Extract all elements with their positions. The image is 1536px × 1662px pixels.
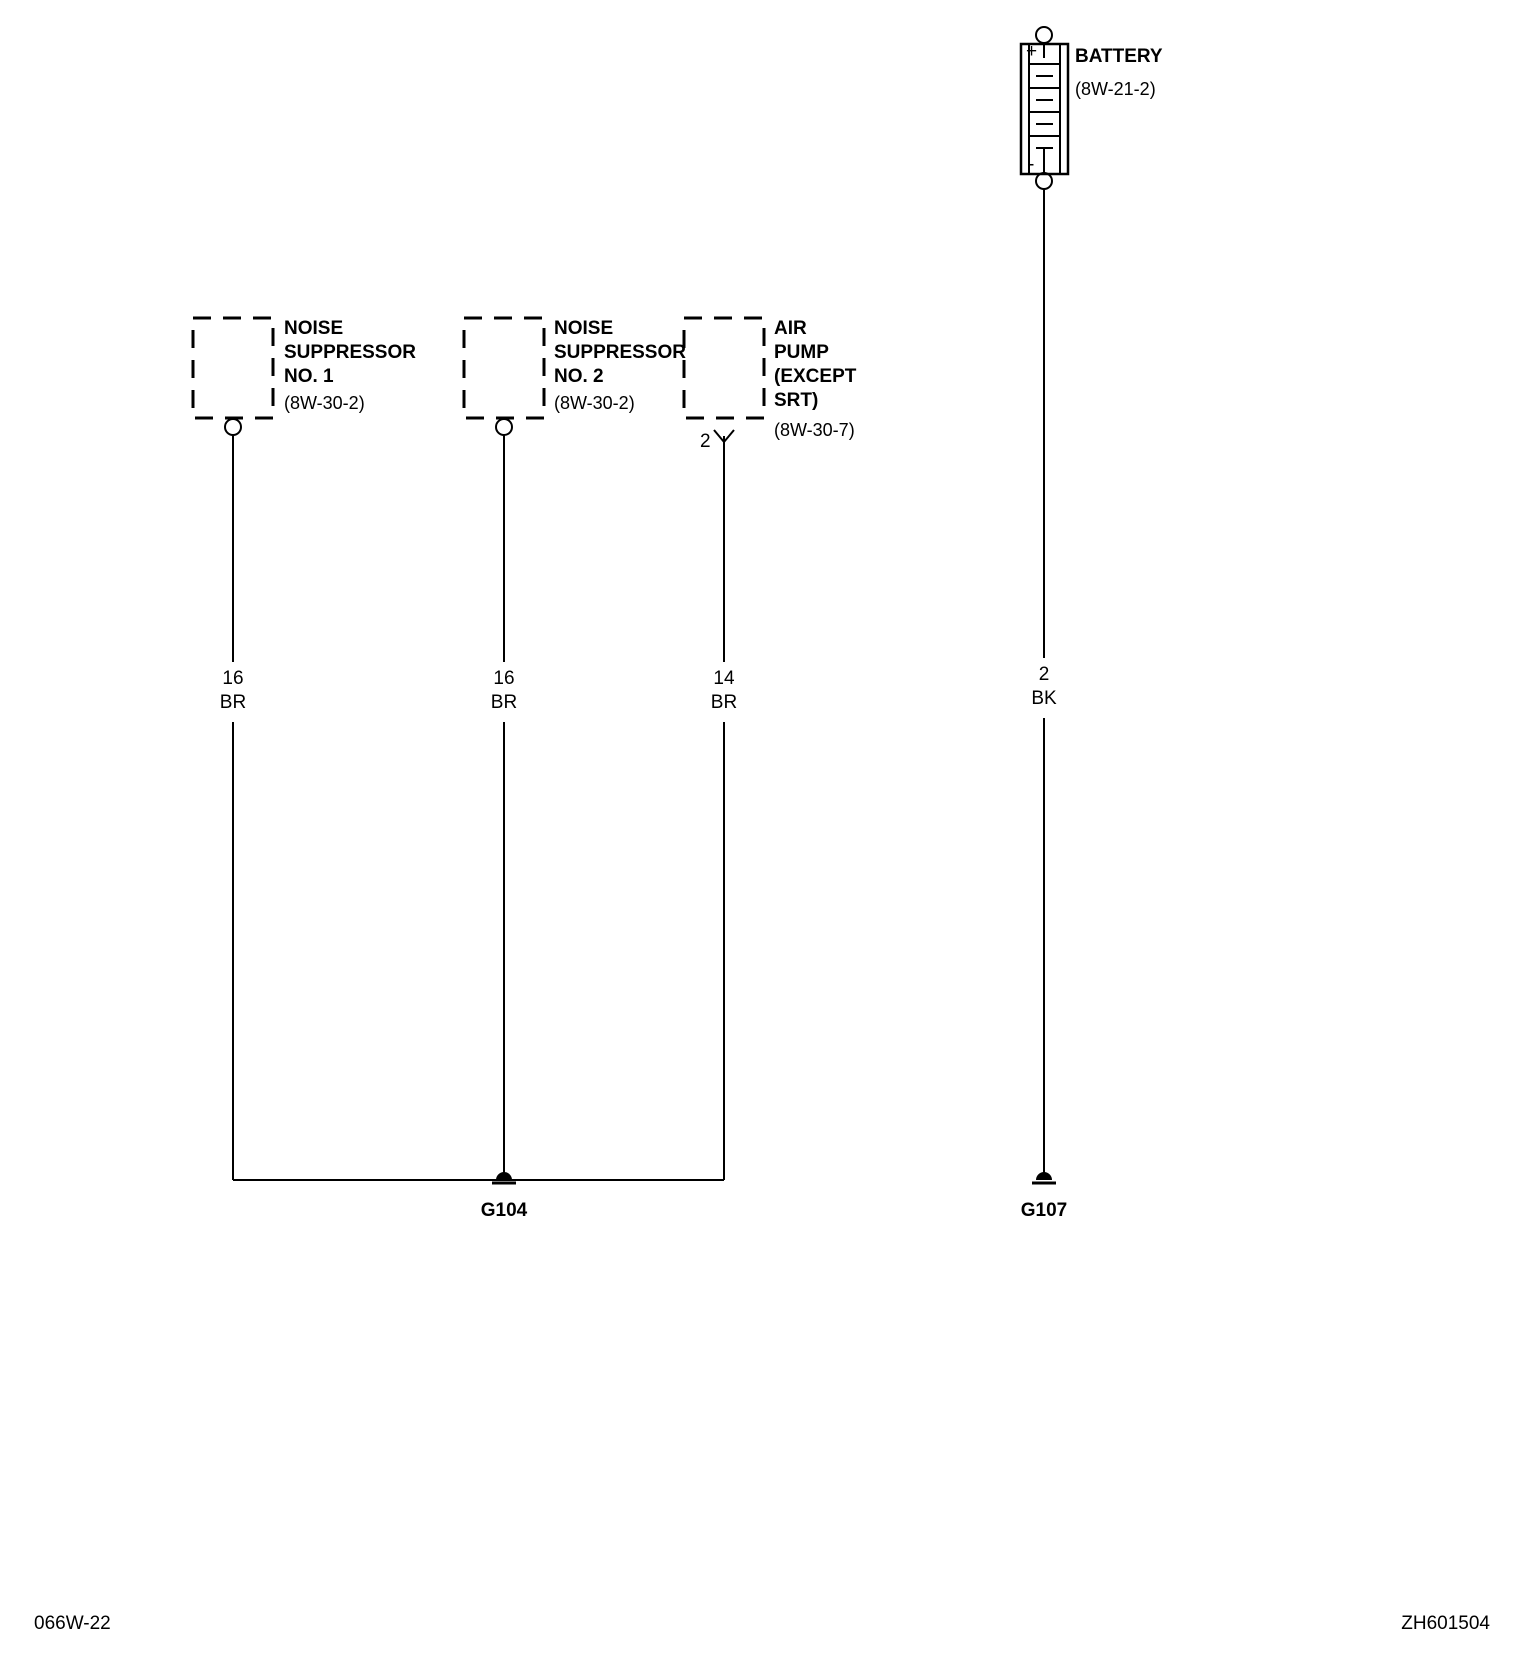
footer-figure-code: ZH601504	[1401, 1613, 1490, 1634]
wire-ns2-gauge: 16	[493, 668, 514, 689]
noise-suppressor-2-box	[462, 316, 546, 420]
battery-plus-sign: +	[1026, 41, 1037, 62]
noise-suppressor-2-label-line1: NOISE	[554, 318, 613, 339]
noise-suppressor-2: NOISE SUPPRESSOR NO. 2 (8W-30-2)	[462, 316, 686, 436]
wire-pump: 14 BR	[711, 436, 737, 1180]
noise-suppressor-1-ref: (8W-30-2)	[284, 393, 365, 413]
wire-ns2: 16 BR	[491, 435, 517, 1180]
air-pump-label-line2: PUMP	[774, 342, 829, 363]
air-pump-label-line1: AIR	[774, 318, 807, 339]
wire-battery-color: BK	[1031, 688, 1057, 709]
footer-page-code: 066W-22	[34, 1613, 111, 1634]
noise-suppressor-2-ref: (8W-30-2)	[554, 393, 635, 413]
air-pump-pin-number: 2	[700, 431, 711, 452]
wire-battery-gauge: 2	[1039, 664, 1050, 685]
wire-ns1-color: BR	[220, 692, 246, 713]
ground-g104-label: G104	[481, 1200, 528, 1221]
wire-pump-color: BR	[711, 692, 737, 713]
air-pump-label-line4: SRT)	[774, 390, 818, 411]
ground-g107-label: G107	[1021, 1200, 1067, 1221]
ground-g104-icon	[496, 1172, 512, 1180]
battery-ref: (8W-21-2)	[1075, 79, 1156, 99]
air-pump-label-line3: (EXCEPT	[774, 366, 857, 387]
ground-g107-icon	[1036, 1172, 1052, 1180]
air-pump-ref: (8W-30-7)	[774, 420, 855, 440]
battery-positive-terminal	[1035, 26, 1053, 44]
ground-g107: G107	[1021, 1172, 1067, 1221]
noise-suppressor-1-box	[191, 316, 275, 420]
wire-ns2-color: BR	[491, 692, 517, 713]
noise-suppressor-2-label-line3: NO. 2	[554, 366, 604, 387]
ground-g104: G104	[233, 1172, 724, 1221]
noise-suppressor-1-label-line3: NO. 1	[284, 366, 334, 387]
air-pump-box	[682, 316, 766, 420]
noise-suppressor-2-terminal	[495, 418, 513, 436]
noise-suppressor-1-label-line2: SUPPRESSOR	[284, 342, 416, 363]
wire-pump-gauge: 14	[713, 668, 735, 689]
noise-suppressor-1-terminal	[224, 418, 242, 436]
noise-suppressor-1-label-line1: NOISE	[284, 318, 343, 339]
wire-battery: 2 BK	[1031, 189, 1057, 1176]
battery-negative-terminal	[1035, 172, 1053, 190]
noise-suppressor-2-label-line2: SUPPRESSOR	[554, 342, 686, 363]
battery: + - BATTERY (8W-21-2)	[1019, 26, 1163, 190]
wire-ns1-gauge: 16	[222, 668, 243, 689]
battery-minus-sign: -	[1028, 154, 1034, 175]
wire-ns1: 16 BR	[220, 435, 246, 1180]
noise-suppressor-1: NOISE SUPPRESSOR NO. 1 (8W-30-2)	[191, 316, 416, 436]
air-pump: AIR PUMP (EXCEPT SRT) (8W-30-7) 2	[682, 316, 857, 452]
battery-label: BATTERY	[1075, 46, 1163, 67]
